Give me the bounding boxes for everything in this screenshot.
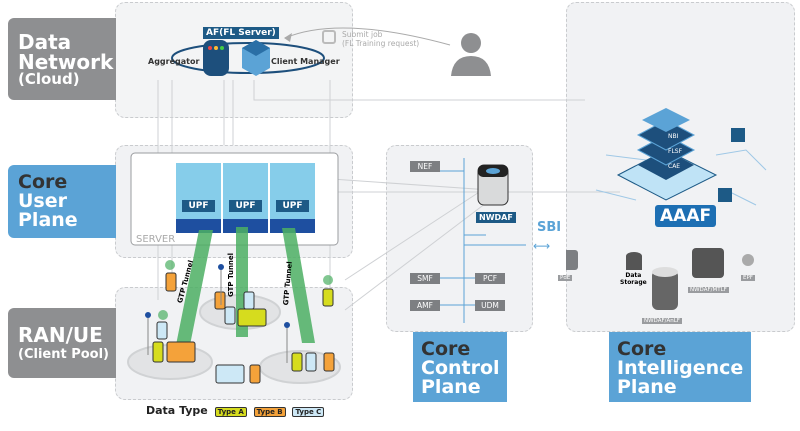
upf-label: UPF <box>276 200 309 212</box>
nf-amf: AMF <box>410 300 440 311</box>
nwdaf-mtlf-label: NWDAF/MTLF <box>688 287 729 293</box>
aggregator-database-icon <box>203 40 229 76</box>
nf-smf: SMF <box>410 273 440 284</box>
label-text: Plane <box>421 376 481 398</box>
upf-3: UPF <box>270 163 315 233</box>
pde-icon <box>566 250 578 270</box>
nwdaf-mtlf-icon <box>692 248 724 278</box>
label-text: Network <box>18 49 114 74</box>
upf-label: UPF <box>229 200 262 212</box>
submit-job-text: Submit job (FL Training request) <box>342 30 419 48</box>
nwdaf-anlf-icon <box>652 267 678 310</box>
label-text: Core <box>421 338 471 360</box>
data-network-panel <box>115 2 353 118</box>
label-core-control-plane: Core Control Plane <box>413 332 507 402</box>
data-storage-line1: Data <box>625 272 642 279</box>
neural-network-icons <box>158 260 333 320</box>
upf-1: UPF <box>176 163 221 233</box>
af-fl-server-title: AF(FL Server) <box>203 27 279 39</box>
stack-layer-nbi: NBI <box>668 133 679 140</box>
legend-title: Data Type <box>146 404 208 417</box>
data-storage-line2: Storage <box>620 279 647 286</box>
label-core-user-plane: Core User Plane <box>8 165 116 238</box>
sbi-label: SBI <box>537 220 562 235</box>
label-text: Plane <box>18 209 78 231</box>
gtp-tunnel-3 <box>282 228 315 343</box>
stack-layer-flsf: FLSF <box>668 148 683 155</box>
server-label: SERVER <box>136 234 176 245</box>
ran-graphics <box>127 227 341 384</box>
client-manager-icon <box>242 40 270 76</box>
data-storage-icon <box>626 252 642 270</box>
gtp-tunnel-label-2: GTP Tunnel <box>227 252 235 297</box>
label-text: Control <box>421 357 500 379</box>
cell-tower-icons <box>147 267 288 363</box>
sbi-arrow-icon: ⟷ <box>533 239 551 253</box>
cube-icon <box>731 128 745 142</box>
control-bus <box>426 158 526 323</box>
gtp-tunnels <box>175 227 315 350</box>
submit-job-line1: Submit job <box>342 30 383 39</box>
label-text: (Cloud) <box>18 69 80 88</box>
epf-icon <box>742 254 754 266</box>
label-text: Core <box>617 338 667 360</box>
upf-label: UPF <box>182 200 215 212</box>
label-text: Intelligence <box>617 357 744 379</box>
clipboard-gear-icon <box>322 30 336 44</box>
label-ran-ue: RAN/UE (Client Pool) <box>8 308 116 378</box>
intelligence-graphics <box>566 108 767 310</box>
cube-icon <box>718 188 732 202</box>
label-text: (Client Pool) <box>18 347 109 362</box>
aaaf-server-stack-icon <box>636 108 696 180</box>
fl-server-ring <box>171 40 325 76</box>
nwdaf-label: NWDAF <box>476 212 516 223</box>
aggregator-label: Aggregator <box>148 57 200 66</box>
legend-type-b: Type B <box>253 407 286 417</box>
nf-pcf: PCF <box>475 273 505 284</box>
aaaf-label: AAAF <box>655 205 717 227</box>
stack-layer-cae: CAE <box>668 163 681 170</box>
client-manager-label: Client Manager <box>271 57 340 66</box>
user-icon[interactable] <box>447 30 495 78</box>
nwdaf-anlf-label: NWDAF/AnLF <box>642 318 682 324</box>
data-type-legend: Data Type Type A Type B Type C <box>146 404 325 417</box>
phone-type-b <box>165 272 177 292</box>
data-storage-label: Data Storage <box>620 272 647 286</box>
legend-type-c: Type C <box>292 407 325 417</box>
label-text: Plane <box>617 376 677 398</box>
label-core-intelligence-plane: Core Intelligence Plane <box>609 332 751 402</box>
label-text: User <box>18 190 67 212</box>
nf-nef: NEF <box>410 161 440 172</box>
label-text: Data <box>18 29 72 54</box>
epf-label: EPF <box>741 275 755 281</box>
submit-job-line2: (FL Training request) <box>342 39 420 48</box>
nf-udm: UDM <box>475 300 505 311</box>
upf-2: UPF <box>223 163 268 233</box>
nwdaf-icon <box>477 164 509 206</box>
label-text: Core <box>18 171 68 193</box>
label-text: RAN/UE <box>18 323 103 347</box>
pde-label: PdE <box>558 275 573 281</box>
label-data-network: Data Network (Cloud) <box>8 18 116 100</box>
gtp-tunnel-1 <box>175 230 213 350</box>
legend-type-a: Type A <box>214 407 247 417</box>
